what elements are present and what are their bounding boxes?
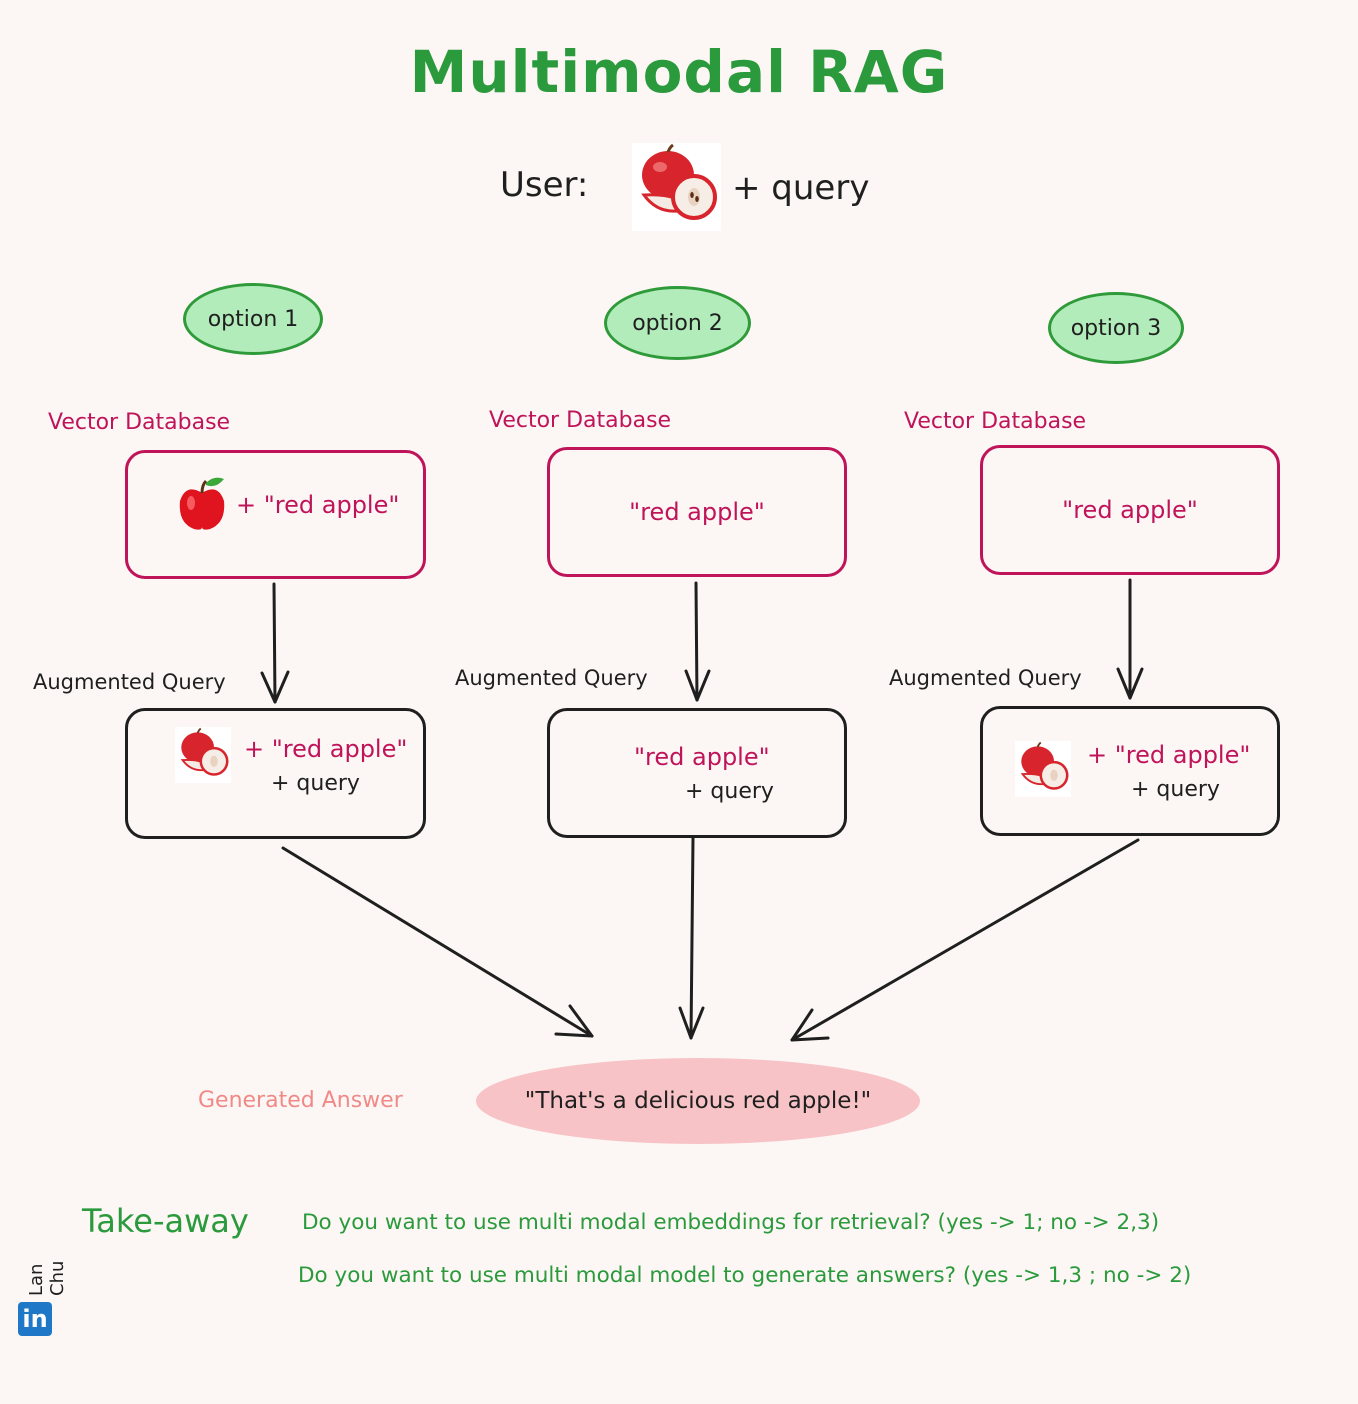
takeaway-label: Take-away [82,1202,249,1240]
augmented-query-query-3: + query [1131,777,1220,802]
sliced-apple-icon [175,727,231,783]
vector-db-box-3: "red apple" [980,445,1280,575]
augmented-query-query-1: + query [271,771,360,796]
whole-apple-icon [176,475,228,533]
arrow-down-icon [260,582,290,704]
augmented-query-query-2: + query [685,779,774,804]
option-1-pill: option 1 [183,283,323,355]
user-query: + query [732,168,870,208]
vector-db-label-2: Vector Database [489,408,672,433]
vector-db-text-1: + "red apple" [236,491,400,519]
vector-db-box-1: + "red apple" [125,450,426,579]
takeaway-line-2: Do you want to use multi modal model to … [298,1263,1192,1288]
generated-answer-bubble: "That's a delicious red apple!" [476,1058,920,1144]
vector-db-box-2: "red apple" [547,447,847,577]
augmented-query-box-1: + "red apple" + query [125,708,426,839]
option-3-label: option 3 [1070,315,1162,341]
option-2-label: option 2 [632,310,723,336]
augmented-query-text-3: + "red apple" [1087,741,1251,769]
arrow-to-answer-2 [678,836,705,1040]
augmented-query-label-3: Augmented Query [889,666,1082,690]
augmented-query-box-3: + "red apple" + query [980,706,1280,836]
diagram-title: Multimodal RAG [409,38,949,106]
arrow-to-answer-1 [281,846,594,1038]
sliced-apple-icon [1015,741,1071,797]
arrow-down-icon [684,581,711,702]
generated-answer-label: Generated Answer [198,1088,403,1113]
augmented-query-text-1: + "red apple" [244,735,408,763]
arrow-down-icon [1116,578,1144,700]
option-1-label: option 1 [207,306,299,332]
sliced-apple-icon [632,143,721,231]
vector-db-label-1: Vector Database [48,410,231,435]
vector-db-text-3: "red apple" [1062,496,1198,524]
takeaway-line-1: Do you want to use multi modal embedding… [302,1210,1160,1235]
augmented-query-label-1: Augmented Query [33,670,226,694]
generated-answer-text: "That's a delicious red apple!" [524,1088,872,1114]
arrow-to-answer-3 [790,838,1140,1042]
linkedin-icon-text: in [22,1305,48,1333]
user-label: User: [500,165,589,205]
augmented-query-box-2: "red apple" + query [547,708,847,838]
vector-db-text-2: "red apple" [629,498,765,526]
augmented-query-label-2: Augmented Query [455,666,648,690]
vector-db-label-3: Vector Database [904,409,1087,434]
linkedin-icon[interactable]: in [18,1302,52,1336]
author-name: Lan Chu [26,1260,68,1296]
option-3-pill: option 3 [1048,292,1184,364]
augmented-query-text-2: "red apple" [634,743,770,771]
option-2-pill: option 2 [604,286,751,360]
